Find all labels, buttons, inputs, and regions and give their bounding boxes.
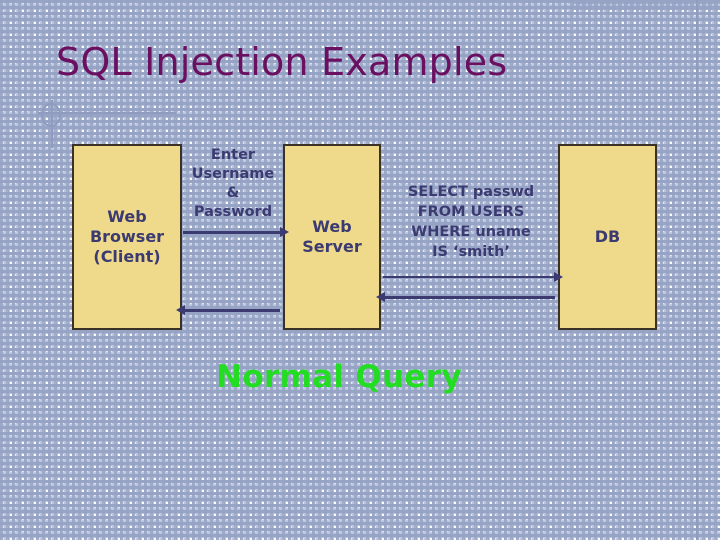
caption-normal-query: Normal Query xyxy=(216,359,462,395)
arrowhead-left-icon xyxy=(376,292,385,302)
label-sql-query-line-2: FROM USERS xyxy=(417,204,525,220)
arrow-db-to-server xyxy=(376,292,555,302)
right-edge-rule xyxy=(696,0,698,540)
node-web-server: Web Server xyxy=(283,144,381,330)
node-web-browser-line-2: Browser xyxy=(89,227,165,246)
node-database-line-1: DB xyxy=(594,227,621,246)
label-credentials-line-4: Password xyxy=(193,204,273,220)
label-sql-query-line-1: SELECT passwd xyxy=(407,184,535,200)
label-credentials-line-1: Enter xyxy=(210,147,256,163)
arrowhead-right-icon xyxy=(554,272,563,282)
arrowhead-right-icon xyxy=(280,227,289,237)
circle-icon xyxy=(41,103,61,127)
decorative-horizontal-rule xyxy=(38,112,176,114)
label-sql-query-line-3: WHERE uname xyxy=(411,224,531,240)
label-credentials-line-2: Username xyxy=(191,166,275,182)
top-dotted-band xyxy=(573,0,720,10)
node-database: DB xyxy=(558,144,657,330)
node-web-browser-line-3: (Client) xyxy=(93,247,161,266)
node-web-browser: Web Browser (Client) xyxy=(72,144,182,330)
arrow-browser-to-server xyxy=(183,227,289,237)
label-sql-query: SELECT passwd FROM USERS WHERE uname IS … xyxy=(386,182,556,262)
label-sql-query-line-4: IS ‘smith’ xyxy=(432,244,510,260)
node-web-browser-line-1: Web xyxy=(107,207,147,226)
page-title: SQL Injection Examples xyxy=(56,40,508,84)
node-web-server-line-1: Web xyxy=(312,217,352,236)
label-credentials: Enter Username & Password xyxy=(183,146,283,222)
arrow-server-to-db xyxy=(383,272,563,282)
node-web-server-line-2: Server xyxy=(302,237,362,256)
arrow-server-to-browser xyxy=(176,305,280,315)
arrowhead-left-icon xyxy=(176,305,185,315)
label-credentials-line-3: & xyxy=(226,185,240,201)
